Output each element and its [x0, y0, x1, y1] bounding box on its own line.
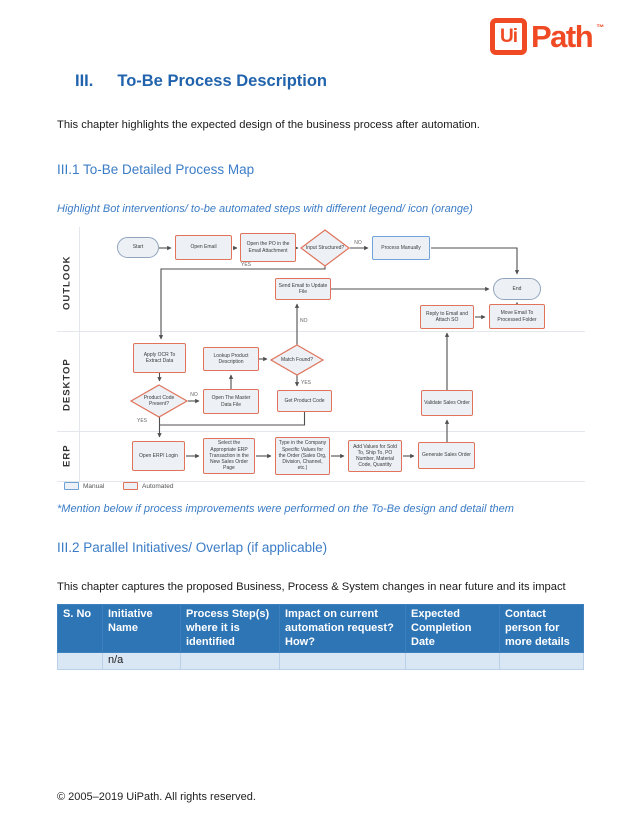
flow-node-apply-ocr: Apply OCR To Extract Data	[133, 343, 186, 373]
logo-path-text: Path	[531, 18, 594, 54]
flow-node-get-product-code: Get Product Code	[277, 390, 332, 412]
lane-divider-2	[57, 431, 585, 432]
flow-node-process-manually: Process Manually	[372, 236, 430, 260]
flow-node-generate-so: Generate Sales Order	[418, 442, 475, 469]
lane-divider-1	[57, 331, 585, 332]
edge-label-no: NO	[354, 240, 362, 246]
flow-node-open-po: Open the PO in the Email Attachment	[240, 233, 296, 262]
flow-node-open-erp: Open ERP/ Login	[132, 441, 185, 471]
flow-node-reply-email: Reply to Email and Attach SO	[420, 305, 474, 329]
flow-node-input-structured: Input Structured?	[305, 245, 345, 251]
legend-automated: Automated	[123, 482, 173, 490]
flow-node-end: End	[493, 278, 541, 300]
edge-label-no: NO	[300, 318, 308, 324]
section-2-heading: III.2 Parallel Initiatives/ Overlap (if …	[57, 540, 328, 555]
flow-node-add-values: Add Values for Sold To, Ship To, PO Numb…	[348, 440, 402, 472]
title-text: To-Be Process Description	[117, 72, 328, 90]
col-header-process-step: Process Step(s) where it is identified	[180, 603, 280, 654]
cell-completion-date	[405, 652, 500, 671]
cell-contact	[499, 652, 584, 671]
logo-ui-text: Ui	[500, 25, 518, 47]
page-title: III. To-Be Process Description	[75, 72, 327, 91]
edge-label-no: NO	[190, 392, 198, 398]
legend-manual-label: Manual	[83, 482, 105, 490]
flow-node-match-found: Match Found?	[281, 357, 313, 363]
edge-label-yes: YES	[301, 380, 312, 386]
cell-process-step	[180, 652, 280, 671]
legend-automated-label: Automated	[142, 482, 174, 490]
uipath-logo-icon: Ui	[490, 18, 527, 55]
flow-node-open-email: Open Email	[175, 235, 232, 260]
legend-manual: Manual	[64, 482, 104, 490]
cell-sno	[57, 652, 103, 671]
logo-trademark: ™	[596, 23, 605, 32]
initiatives-table: S. No Initiative Name Process Step(s) wh…	[57, 603, 584, 671]
col-header-impact: Impact on current automation request? Ho…	[279, 603, 406, 654]
legend-manual-swatch	[64, 482, 79, 490]
edge-label-yes: YES	[241, 262, 252, 268]
edge-label-yes: YES	[137, 418, 148, 424]
flow-node-product-code-present: Product Code Present?	[143, 395, 175, 407]
section-1-note: Highlight Bot interventions/ to-be autom…	[57, 203, 473, 215]
uipath-logo: Ui Path ™	[490, 18, 604, 55]
table-header-row: S. No Initiative Name Process Step(s) wh…	[57, 603, 584, 654]
decision-match-found-shape	[269, 344, 325, 376]
decision-input-structured-shape	[300, 229, 350, 267]
flow-node-select-txn: Select the Appropriate ERP Transaction i…	[203, 438, 255, 474]
col-header-contact: Contact person for more details	[499, 603, 584, 654]
title-number: III.	[75, 72, 94, 90]
section-1-footnote: *Mention below if process improvements w…	[57, 503, 514, 515]
intro-paragraph: This chapter highlights the expected des…	[57, 119, 480, 131]
copyright-footer: © 2005–2019 UiPath. All rights reserved.	[57, 791, 256, 803]
col-header-sno: S. No	[57, 603, 103, 654]
section-2-paragraph: This chapter captures the proposed Busin…	[57, 581, 566, 593]
flow-node-send-email: Send Email to Update File	[275, 278, 331, 300]
flow-node-lookup-product: Lookup Product Description	[203, 347, 259, 371]
lane-divider-3	[57, 481, 585, 482]
flow-node-type-values: Type in the Company Specific Values for …	[275, 437, 330, 475]
decision-product-code-shape	[129, 384, 189, 418]
col-header-completion-date: Expected Completion Date	[405, 603, 500, 654]
table-row: n/a	[57, 652, 584, 671]
cell-impact	[279, 652, 406, 671]
flow-node-move-email: Move Email To Processed Folder	[489, 304, 545, 329]
flow-node-open-master: Open The Master Data File	[203, 389, 259, 414]
flow-connectors: NO YES NO YES NO YES	[129, 229, 520, 459]
col-header-initiative-name: Initiative Name	[102, 603, 181, 654]
lane-divider-vertical	[79, 227, 80, 481]
process-map-diagram: OUTLOOK DESKTOP ERP	[57, 227, 585, 495]
flow-node-start: Start	[117, 237, 159, 258]
cell-initiative-name: n/a	[102, 652, 181, 671]
flow-node-validate-so: Validate Sales Order	[421, 390, 473, 416]
legend-automated-swatch	[123, 482, 138, 490]
section-1-heading: III.1 To-Be Detailed Process Map	[57, 162, 255, 177]
